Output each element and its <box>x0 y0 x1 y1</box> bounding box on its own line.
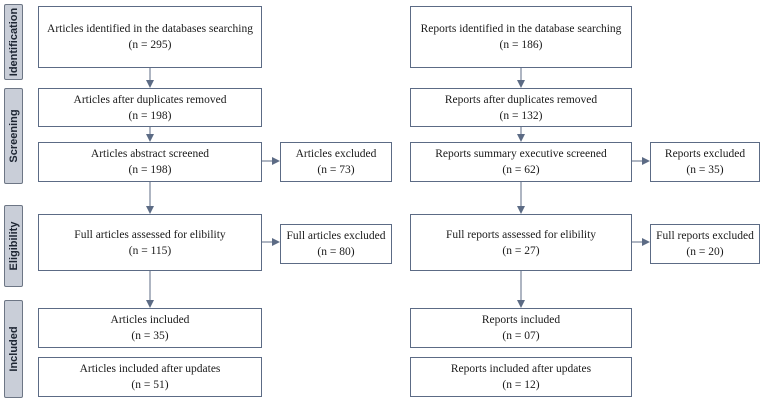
reports-identified-count: (n = 186) <box>499 39 543 51</box>
articles-abstract-count: (n = 198) <box>128 164 172 176</box>
reports-excluded-count: (n = 35) <box>686 164 724 176</box>
articles-excluded-title: Articles excluded <box>295 148 377 160</box>
phase-included-label: Included <box>7 326 20 372</box>
articles-dedup-count: (n = 198) <box>128 109 172 122</box>
articles-full-excluded-count: (n = 80) <box>317 246 355 258</box>
articles-included-box: Articles included (n = 35) <box>38 308 262 348</box>
reports-excluded-title: Reports excluded <box>664 148 746 160</box>
articles-full-excluded-box: Full articles excluded (n = 80) <box>280 224 392 264</box>
reports-full-title: Full reports assessed for elibility <box>445 228 597 241</box>
articles-dedup-box: Articles after duplicates removed (n = 1… <box>38 88 262 127</box>
articles-full-excluded-title: Full articles excluded <box>286 230 386 242</box>
phase-screening-label: Screening <box>7 109 20 163</box>
reports-dedup-box: Reports after duplicates removed (n = 13… <box>410 88 632 127</box>
reports-full-count: (n = 27) <box>502 244 540 257</box>
reports-full-excluded-box: Full reports excluded (n = 20) <box>650 224 760 264</box>
phase-screening: Screening <box>4 88 23 184</box>
reports-included-count: (n = 07) <box>502 330 540 342</box>
reports-included-box: Reports included (n = 07) <box>410 308 632 348</box>
phase-included: Included <box>4 300 23 398</box>
phase-identification: Identification <box>4 4 23 80</box>
reports-summary-title: Reports summary executive screened <box>435 148 607 160</box>
articles-updated-count: (n = 51) <box>131 379 169 391</box>
articles-abstract-box: Articles abstract screened (n = 198) <box>38 142 262 182</box>
articles-updated-title: Articles included after updates <box>79 363 221 375</box>
reports-full-excluded-title: Full reports excluded <box>656 230 754 242</box>
articles-excluded-count: (n = 73) <box>317 164 355 176</box>
articles-identified-title: Articles identified in the databases sea… <box>47 23 253 35</box>
reports-full-excluded-count: (n = 20) <box>686 246 724 258</box>
articles-identified-box: Articles identified in the databases sea… <box>38 6 262 68</box>
articles-full-title: Full articles assessed for elibility <box>74 228 226 241</box>
reports-summary-box: Reports summary executive screened (n = … <box>410 142 632 182</box>
phase-eligibility: Eligibility <box>4 205 23 287</box>
reports-included-title: Reports included <box>481 314 561 326</box>
reports-summary-count: (n = 62) <box>502 164 540 176</box>
reports-updated-count: (n = 12) <box>502 379 540 391</box>
articles-included-count: (n = 35) <box>131 330 169 342</box>
articles-dedup-title: Articles after duplicates removed <box>73 93 227 106</box>
reports-excluded-box: Reports excluded (n = 35) <box>650 142 760 182</box>
articles-included-title: Articles included <box>110 314 190 326</box>
reports-dedup-title: Reports after duplicates removed <box>444 93 598 106</box>
articles-updated-box: Articles included after updates (n = 51) <box>38 357 262 397</box>
reports-updated-title: Reports included after updates <box>450 363 592 375</box>
reports-full-box: Full reports assessed for elibility (n =… <box>410 214 632 271</box>
articles-identified-count: (n = 295) <box>128 39 172 51</box>
phase-eligibility-label: Eligibility <box>7 221 20 271</box>
reports-dedup-count: (n = 132) <box>499 109 543 122</box>
articles-excluded-box: Articles excluded (n = 73) <box>280 142 392 182</box>
reports-identified-box: Reports identified in the database searc… <box>410 6 632 68</box>
phase-identification-label: Identification <box>7 7 20 77</box>
reports-identified-title: Reports identified in the database searc… <box>420 23 622 35</box>
articles-full-count: (n = 115) <box>128 244 172 257</box>
articles-full-box: Full articles assessed for elibility (n … <box>38 214 262 271</box>
articles-abstract-title: Articles abstract screened <box>90 148 210 160</box>
reports-updated-box: Reports included after updates (n = 12) <box>410 357 632 397</box>
